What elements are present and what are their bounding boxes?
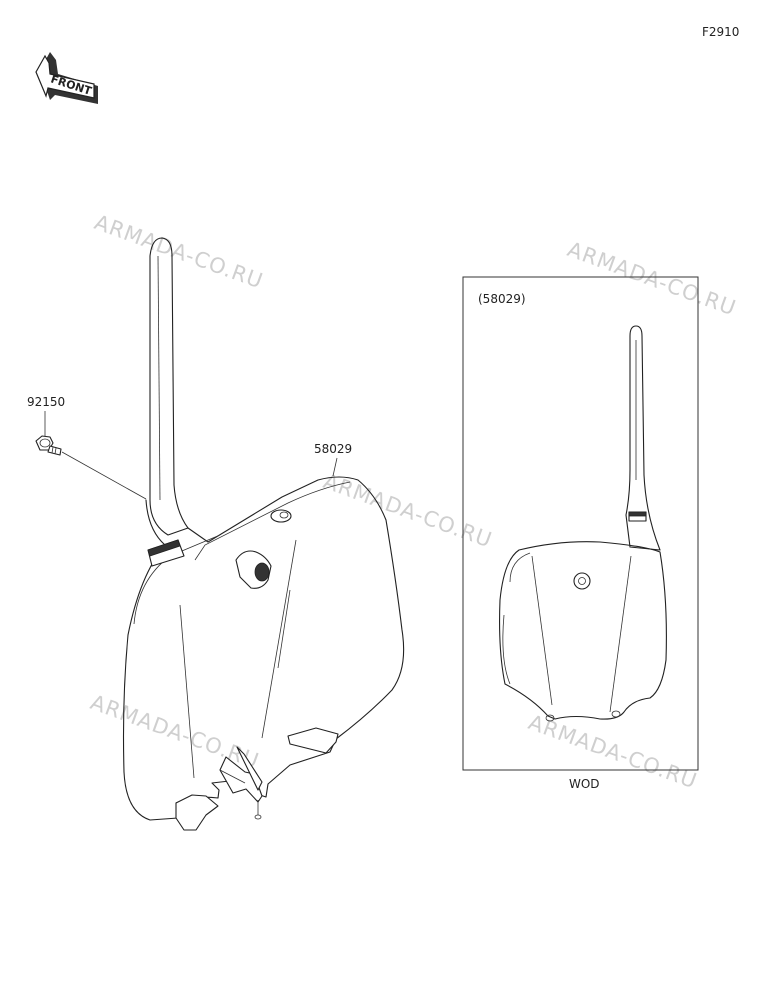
watermark-5: ARMADA-CO.RU (525, 710, 700, 793)
watermark-2: ARMADA-CO.RU (564, 237, 739, 320)
number-plate-wod (499, 325, 667, 722)
watermarks: ARMADA-CO.RU ARMADA-CO.RU ARMADA-CO.RU A… (87, 210, 739, 793)
number-plate-main (122, 237, 405, 831)
bolt-to-plate-line (61, 451, 147, 500)
inset-box (462, 276, 699, 771)
plate-part-number: 58029 (314, 442, 352, 456)
watermark-1: ARMADA-CO.RU (91, 210, 266, 293)
inset-part-ref: (58029) (478, 292, 526, 306)
bolt-icon (35, 435, 62, 456)
inset-caption: WOD (569, 777, 600, 791)
watermark-3: ARMADA-CO.RU (320, 469, 495, 552)
plate-leader-line (332, 457, 338, 477)
figure-code: F2910 (702, 25, 739, 39)
front-arrow-icon: FRONT (35, 52, 98, 104)
watermark-4: ARMADA-CO.RU (87, 690, 262, 773)
bolt-part-number: 92150 (27, 395, 65, 409)
